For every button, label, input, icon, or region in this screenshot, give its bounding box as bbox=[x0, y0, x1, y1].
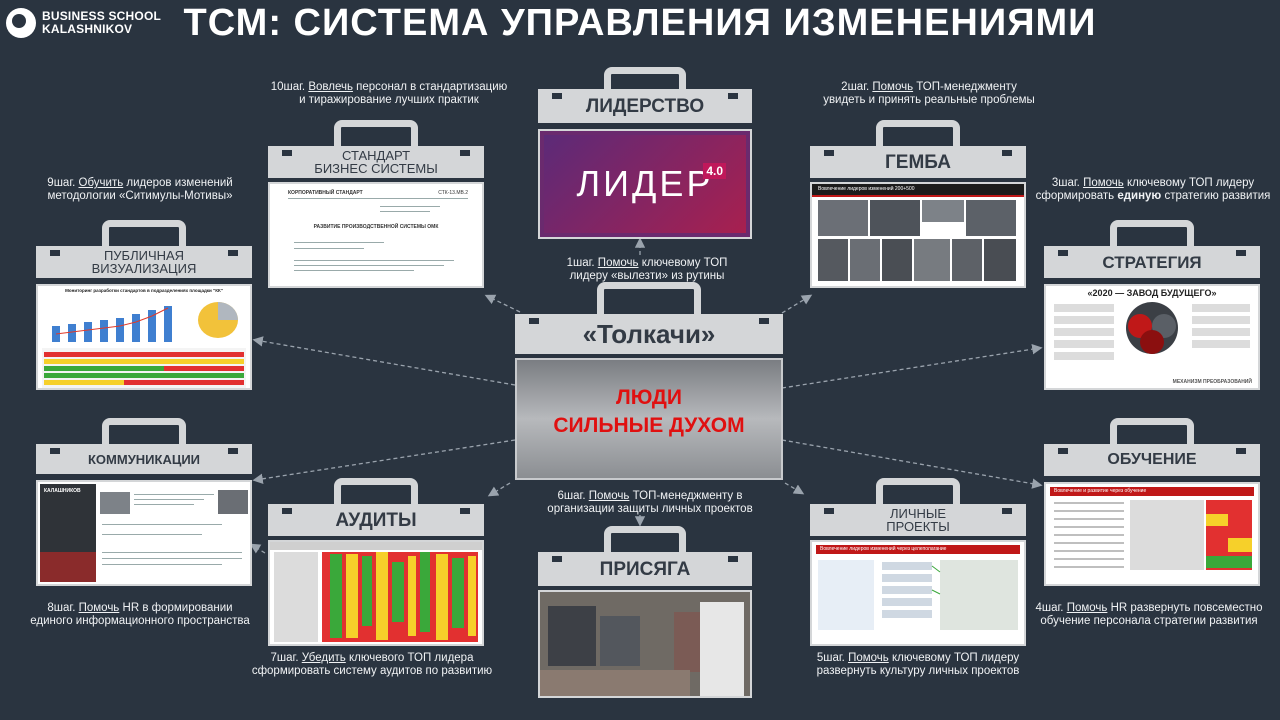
case-label-training: ОБУЧЕНИЕ bbox=[1044, 444, 1260, 476]
leader-logo: ЛИДЕР 4.0 bbox=[544, 135, 746, 233]
arrow-to-communications bbox=[252, 439, 516, 484]
logo-circle-icon bbox=[6, 8, 36, 38]
case-label-oath: ПРИСЯГА bbox=[538, 552, 752, 586]
strategy-diagram bbox=[1054, 302, 1250, 360]
projects-diagram bbox=[818, 560, 1018, 630]
case-label-standard-2: БИЗНЕС СИСТЕМЫ bbox=[314, 161, 438, 176]
step-10-caption: 10шаг. Вовлечь персонал в стандартизацию… bbox=[270, 81, 508, 106]
standard-document: КОРПОРАТИВНЫЙ СТАНДАРТ СТК-13.МВ.2 РАЗВИ… bbox=[268, 182, 484, 288]
case-gemba: ГЕМБА Вовлечение лидеров изменений 200+5… bbox=[810, 120, 1026, 288]
gemba-banner: Вовлечение лидеров изменений 200+500 bbox=[812, 184, 1024, 197]
case-label-visualization-2: ВИЗУАЛИЗАЦИЯ bbox=[91, 261, 197, 276]
step-6-caption: 6шаг. Помочь ТОП-менеджменту в организац… bbox=[547, 490, 753, 515]
logo-line-2: KALASHNIKOV bbox=[42, 22, 133, 36]
step-4-caption: 4шаг. Помочь HR развернуть повсеместно о… bbox=[1035, 602, 1263, 627]
arrow-to-audits-left bbox=[249, 543, 266, 554]
audits-heatmap bbox=[270, 542, 482, 642]
case-strategy: СТРАТЕГИЯ «2020 — ЗАВОД БУДУЩЕГО» МЕХАНИ… bbox=[1044, 220, 1260, 390]
step-7-caption: 7шаг. Убедить ключевого ТОП лидера сформ… bbox=[251, 652, 493, 677]
case-projects: ЛИЧНЫЕ ПРОЕКТЫ Вовлечение лидеров измене… bbox=[810, 478, 1026, 646]
arrow-to-strategy bbox=[781, 344, 1043, 389]
center-image-line-1: ЛЮДИ bbox=[616, 386, 682, 409]
leader-logo-version: 4.0 bbox=[703, 163, 726, 179]
arrow-to-standard bbox=[484, 294, 521, 313]
case-label-visualization-1: ПУБЛИЧНАЯ bbox=[103, 248, 185, 263]
center-image-line-2: СИЛЬНЫЕ ДУХОМ bbox=[553, 414, 745, 437]
step-9-caption: 9шаг. Обучить лидеров изменений методоло… bbox=[47, 177, 233, 202]
leader-logo-text: ЛИДЕР bbox=[576, 163, 714, 204]
step-3-caption: 3шаг. Помочь ключевому ТОП лидеру сформи… bbox=[1035, 177, 1271, 202]
oath-photo bbox=[538, 590, 752, 698]
visualization-mini-chart bbox=[42, 302, 246, 388]
case-leadership: ЛИДЕРСТВО ЛИДЕР 4.0 bbox=[538, 67, 752, 239]
training-table bbox=[1054, 500, 1252, 570]
case-label-communications: КОММУНИКАЦИИ bbox=[36, 444, 252, 474]
arrow-to-gemba bbox=[781, 294, 813, 314]
arrow-to-audits bbox=[487, 482, 511, 497]
case-label-strategy: СТРАТЕГИЯ bbox=[1044, 246, 1260, 278]
case-label-standard-1: СТАНДАРТ bbox=[341, 148, 411, 163]
center-image: ЛЮДИ СИЛЬНЫЕ ДУХОМ bbox=[515, 358, 783, 480]
case-audits: АУДИТЫ bbox=[268, 478, 484, 646]
case-label-gemba: ГЕМБА bbox=[810, 146, 1026, 178]
case-label-projects-2: ПРОЕКТЫ bbox=[886, 519, 950, 534]
arrow-to-projects bbox=[784, 482, 805, 495]
case-label-audits: АУДИТЫ bbox=[268, 504, 484, 536]
case-center: «Толкачи» ЛЮДИ СИЛЬНЫЕ ДУХОМ bbox=[515, 282, 783, 480]
case-standard: СТАНДАРТ БИЗНЕС СИСТЕМЫ КОРПОРАТИВНЫЙ СТ… bbox=[268, 120, 484, 288]
case-visualization: ПУБЛИЧНАЯ ВИЗУАЛИЗАЦИЯ Мониторинг разраб… bbox=[36, 220, 252, 390]
case-communications: КОММУНИКАЦИИ КАЛАШНИКОВ bbox=[36, 418, 252, 586]
step-2-caption: 2шаг. Помочь ТОП-менеджменту увидеть и п… bbox=[823, 81, 1035, 106]
center-label: «Толкачи» bbox=[515, 314, 783, 354]
logo-line-1: BUSINESS SCHOOL bbox=[42, 9, 162, 23]
step-1-caption: 1шаг. Помочь ключевому ТОП лидеру «вылез… bbox=[566, 257, 728, 282]
arrow-to-training bbox=[781, 439, 1043, 489]
step-8-caption: 8шаг. Помочь HR в формировании единого и… bbox=[30, 602, 250, 627]
case-training: ОБУЧЕНИЕ Вовлечение и развитие через обу… bbox=[1044, 418, 1260, 586]
case-label-projects-1: ЛИЧНЫЕ bbox=[889, 506, 947, 521]
step-5-caption: 5шаг. Помочь ключевому ТОП лидеру развер… bbox=[816, 652, 1020, 677]
brand-logo: BUSINESS SCHOOL KALASHNIKOV bbox=[6, 8, 161, 38]
arrow-to-visualization bbox=[252, 336, 516, 386]
case-label-leadership: ЛИДЕРСТВО bbox=[538, 89, 752, 123]
case-oath: ПРИСЯГА bbox=[538, 526, 752, 698]
page-title: ТСМ: СИСТЕМА УПРАВЛЕНИЯ ИЗМЕНЕНИЯМИ bbox=[183, 2, 1097, 44]
